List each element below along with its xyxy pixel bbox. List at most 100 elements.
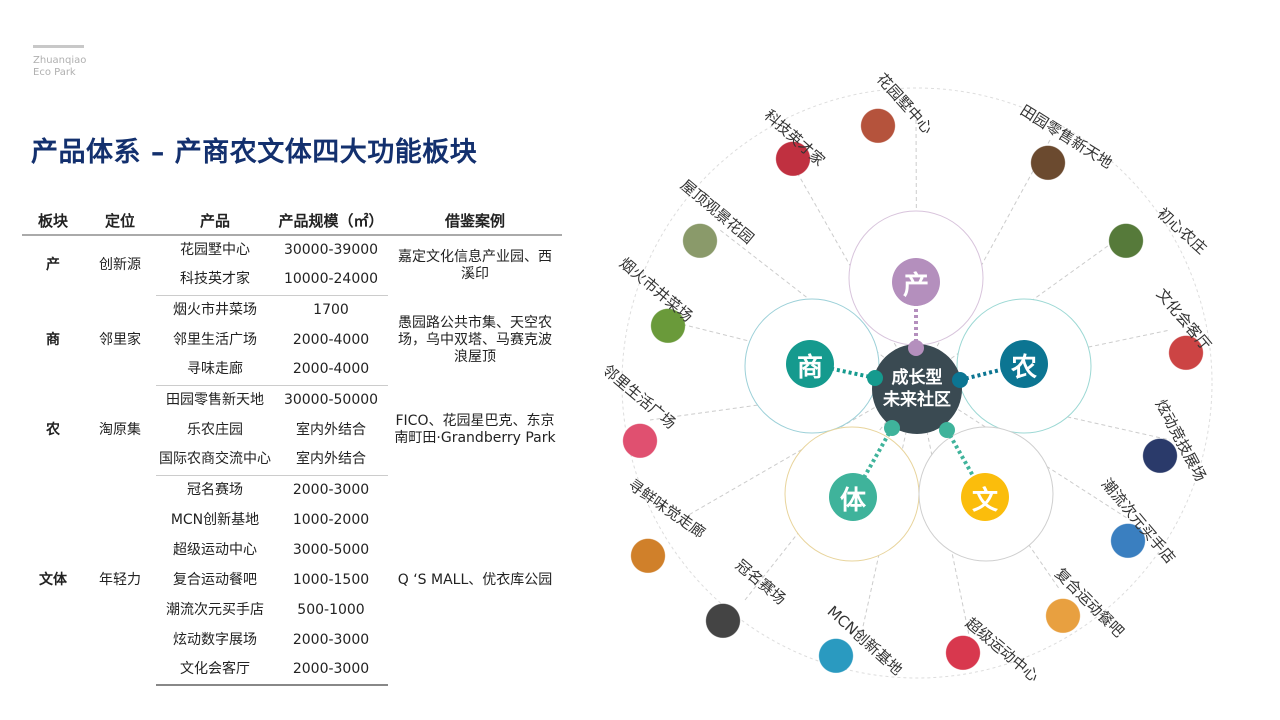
product-cell: 潮流次元买手店: [166, 601, 264, 618]
scale-cell: 2000-4000: [274, 355, 388, 386]
product-cell: 田园零售新天地: [166, 391, 264, 408]
position-cell: 淘原集: [99, 421, 141, 438]
outer-ring: [621, 87, 1213, 679]
table-row: 超级运动中心 3000-5000: [22, 535, 562, 565]
case-cell: Q ‘S MALL、优衣库公园: [397, 571, 553, 588]
center-circle: [872, 344, 962, 434]
product-cell: 科技英才家: [156, 265, 274, 296]
table-row: 炫动数字展场 2000-3000: [22, 625, 562, 655]
table-row: 乐农庄园 室内外结合: [22, 415, 562, 445]
col-sector: 板块: [22, 206, 84, 236]
scale-cell: 1000-2000: [292, 511, 370, 528]
illustration-icon: [1020, 132, 1076, 188]
scale-cell: 3000-5000: [292, 541, 370, 558]
link-dot: [884, 420, 900, 436]
product-cell: MCN创新基地: [170, 511, 260, 528]
sector-cell: 农: [46, 421, 60, 438]
product-cell: 乐农庄园: [187, 421, 243, 438]
product-cell: 邻里生活广场: [173, 331, 257, 348]
col-position: 定位: [84, 206, 156, 236]
sector-node-产: [892, 258, 940, 306]
link-dot: [867, 370, 883, 386]
scale-cell: 30000-39000: [283, 242, 379, 258]
product-cell: 炫动数字展场: [173, 631, 257, 648]
table-row: 商 邻里家 烟火市井菜场 1700 愚园路公共市集、天空农场，乌中双塔、马赛克波浪屋顶: [22, 295, 562, 365]
scale-cell: 30000-50000: [283, 391, 379, 408]
illustration-icon: [672, 210, 728, 266]
sector-node-农: [1000, 340, 1048, 388]
table-row: 邻里生活广场 2000-4000: [22, 325, 562, 355]
position-cell: 创新源: [99, 257, 141, 273]
case-cell: FICO、花园星巴克、东京南町田·Grandberry Park: [394, 413, 556, 446]
link-dot: [908, 340, 924, 356]
center-line1: 成长型: [891, 368, 943, 388]
illustration-icon: [765, 128, 821, 184]
table-row: 复合运动餐吧 1000-1500: [22, 565, 562, 595]
scale-cell: 1700: [313, 301, 349, 318]
illustration-icon: [612, 410, 668, 466]
connector-line: [916, 229, 1131, 384]
product-cell: 花园墅中心: [180, 242, 250, 258]
sector-node-label: 体: [839, 486, 866, 516]
product-cell: 烟火市井菜场: [173, 301, 257, 318]
product-cell: 超级运动中心: [173, 541, 257, 558]
table-row: 国际农商交流中心室内外结合: [22, 445, 562, 476]
illustration-icon: [620, 525, 676, 581]
illustration-icon: [1100, 510, 1156, 566]
sector-node-文: [961, 473, 1009, 521]
product-cell: 文化会客厅: [156, 655, 274, 686]
sector-cell: 商: [46, 331, 60, 348]
sector-cell: 文体: [39, 571, 67, 588]
page-title: 产品体系 – 产商农文体四大功能板块: [31, 137, 478, 168]
sector-node-体: [829, 473, 877, 521]
col-scale: 产品规模（㎡）: [274, 206, 388, 236]
illustration-icon: [1098, 210, 1154, 266]
case-cell: 嘉定文化信息产业园、西溪印: [398, 248, 552, 282]
scale-cell: 1000-1500: [292, 571, 370, 588]
illustration-icon: [1132, 425, 1188, 481]
scale-cell: 室内外结合: [296, 421, 366, 438]
scale-cell: 2000-4000: [292, 331, 370, 348]
product-cell: 国际农商交流中心: [156, 445, 274, 476]
dotted-link: [945, 429, 987, 498]
logo-line2: Eco Park: [33, 67, 76, 78]
position-cell: 邻里家: [99, 331, 141, 348]
center-label: 成长型未来社区: [875, 367, 959, 411]
logo-bar: [33, 45, 84, 48]
table-header: 板块 定位 产品 产品规模（㎡） 借鉴案例: [22, 206, 562, 236]
product-cell: 寻味走廊: [156, 355, 274, 386]
product-table: 板块 定位 产品 产品规模（㎡） 借鉴案例 产 创新源 花园墅中心 30000-390…: [22, 206, 562, 686]
table-row: MCN创新基地 1000-2000: [22, 505, 562, 535]
scale-cell: 2000-3000: [292, 481, 370, 498]
product-cell: 复合运动餐吧: [173, 571, 257, 588]
scale-cell: 2000-3000: [292, 631, 370, 648]
link-dot: [939, 422, 955, 438]
center-line2: 未来社区: [883, 390, 951, 410]
illustration-icon: [935, 622, 991, 678]
illustration-icon: [850, 95, 906, 151]
sector-node-label: 产: [902, 271, 929, 301]
case-cell: 愚园路公共市集、天空农场，乌中双塔、马赛克波浪屋顶: [398, 314, 552, 365]
sector-node-label: 文: [971, 486, 998, 516]
sector-node-label: 农: [1010, 353, 1037, 383]
col-case: 借鉴案例: [388, 206, 562, 236]
illustration-icon: [1035, 585, 1091, 641]
sector-cell: 产: [46, 257, 60, 273]
position-cell: 年轻力: [99, 571, 141, 588]
illustration-icon: [695, 590, 751, 646]
illustration-icon: [808, 625, 864, 681]
link-dot: [952, 372, 968, 388]
scale-cell: 室内外结合: [274, 445, 388, 476]
table-row: 产 创新源 花园墅中心 30000-39000 嘉定文化信息产业园、西溪印: [22, 235, 562, 282]
illustration-icon: [640, 295, 696, 351]
scale-cell: 2000-3000: [274, 655, 388, 686]
illustration-icon: [1158, 322, 1214, 378]
